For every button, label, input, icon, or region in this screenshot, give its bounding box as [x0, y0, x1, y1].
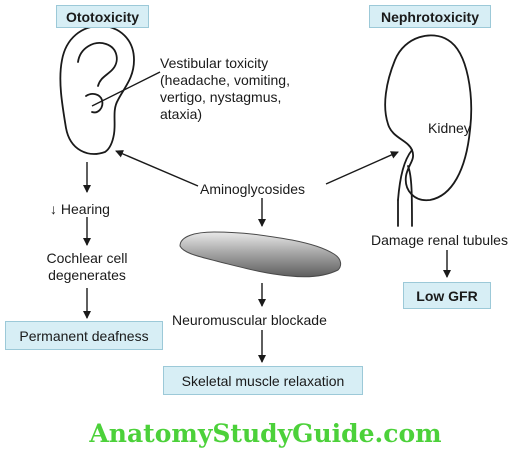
damage-renal-tubules-label: Damage renal tubules: [371, 232, 508, 248]
cochlear-line-1: Cochlear cell: [46, 250, 128, 266]
pointer-line-vestibular: [91, 71, 161, 107]
nephrotoxicity-header: Nephrotoxicity: [369, 5, 491, 28]
watermark: AnatomyStudyGuide.com: [89, 419, 442, 448]
cochlear-label: Cochlear cell degenerates: [36, 250, 138, 284]
low-gfr-box: Low GFR: [403, 282, 491, 309]
arrow-center-to-ear: [115, 150, 199, 187]
muscle-illustration: [179, 231, 342, 278]
hearing-label: ↓ Hearing: [50, 201, 110, 217]
permanent-deafness-box: Permanent deafness: [5, 321, 163, 350]
kidney-label: Kidney: [428, 120, 471, 136]
aminoglycosides-label: Aminoglycosides: [200, 181, 306, 197]
ear-illustration: [59, 25, 135, 155]
kidney-illustration: [384, 34, 473, 227]
vestibular-line-4: ataxia): [160, 106, 203, 122]
arrow-center-to-kidney: [325, 151, 399, 185]
neuromuscular-blockade-label: Neuromuscular blockade: [172, 312, 327, 328]
cochlear-line-2: degenerates: [48, 267, 126, 283]
vestibular-toxicity-label: Vestibular toxicity (headache, vomiting,…: [160, 55, 290, 123]
vestibular-line-3: vertigo, nystagmus,: [160, 89, 282, 105]
vestibular-line-2: (headache, vomiting,: [160, 72, 290, 88]
skeletal-muscle-relaxation-box: Skeletal muscle relaxation: [163, 366, 363, 395]
vestibular-line-1: Vestibular toxicity: [160, 55, 269, 71]
ototoxicity-header: Ototoxicity: [56, 5, 149, 28]
